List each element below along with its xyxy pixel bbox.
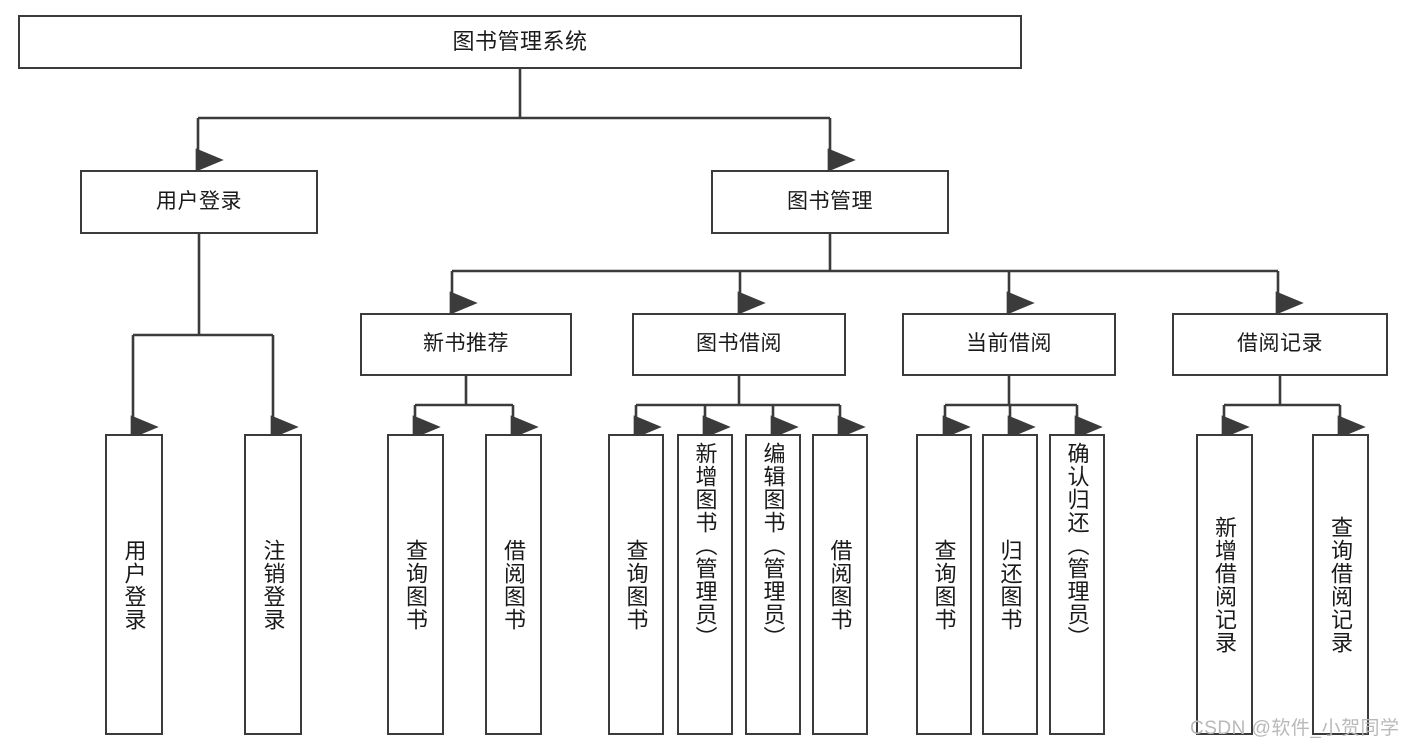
leaf-borrow-record-query[interactable]: 查询借阅记录 xyxy=(1312,434,1369,735)
node-label: 查询借阅记录 xyxy=(1328,515,1354,654)
leaf-current-borrow-return[interactable]: 归还图书 xyxy=(982,434,1038,735)
node-label: 图书借阅 xyxy=(696,332,782,356)
node-label: 查询图书 xyxy=(403,538,429,631)
node-new-book-recommend[interactable]: 新书推荐 xyxy=(360,313,572,376)
watermark-text: CSDN @软件_小贺同学 xyxy=(1190,718,1400,739)
node-label: 查询图书 xyxy=(623,538,649,631)
node-label: 新增图书（管理员） xyxy=(692,442,718,649)
node-label: 当前借阅 xyxy=(966,332,1052,356)
node-current-borrow[interactable]: 当前借阅 xyxy=(902,313,1116,376)
leaf-book-borrow-query[interactable]: 查询图书 xyxy=(608,434,664,735)
leaf-book-borrow-edit[interactable]: 编辑图书（管理员） xyxy=(745,434,801,735)
node-label: 确认归还（管理员） xyxy=(1064,442,1090,649)
leaf-book-borrow-borrow[interactable]: 借阅图书 xyxy=(812,434,868,735)
node-book-management[interactable]: 图书管理 xyxy=(711,170,949,234)
node-label: 借阅图书 xyxy=(501,538,527,631)
node-label: 查询图书 xyxy=(931,538,957,631)
node-label: 用户登录 xyxy=(156,189,242,213)
node-label: 用户登录 xyxy=(121,538,147,631)
node-label: 注销登录 xyxy=(260,538,286,631)
node-user-login[interactable]: 用户登录 xyxy=(80,170,318,234)
node-label: 借阅图书 xyxy=(827,538,853,631)
leaf-book-borrow-add[interactable]: 新增图书（管理员） xyxy=(677,434,733,735)
node-label: 新书推荐 xyxy=(423,332,509,356)
leaf-current-borrow-confirm-return[interactable]: 确认归还（管理员） xyxy=(1049,434,1105,735)
node-label: 编辑图书（管理员） xyxy=(760,442,786,649)
node-label: 借阅记录 xyxy=(1237,332,1323,356)
leaf-current-borrow-query[interactable]: 查询图书 xyxy=(916,434,972,735)
leaf-new-book-query[interactable]: 查询图书 xyxy=(387,434,444,735)
node-label: 归还图书 xyxy=(997,538,1023,631)
node-label: 图书管理系统 xyxy=(452,29,588,55)
node-borrow-records[interactable]: 借阅记录 xyxy=(1172,313,1388,376)
node-root-system[interactable]: 图书管理系统 xyxy=(18,15,1022,69)
leaf-new-book-borrow[interactable]: 借阅图书 xyxy=(485,434,542,735)
node-book-borrow[interactable]: 图书借阅 xyxy=(632,313,846,376)
leaf-user-login-logout[interactable]: 注销登录 xyxy=(244,434,302,735)
node-label: 新增借阅记录 xyxy=(1212,515,1238,654)
leaf-user-login-login[interactable]: 用户登录 xyxy=(105,434,163,735)
leaf-borrow-record-add[interactable]: 新增借阅记录 xyxy=(1196,434,1253,735)
node-label: 图书管理 xyxy=(787,189,873,213)
